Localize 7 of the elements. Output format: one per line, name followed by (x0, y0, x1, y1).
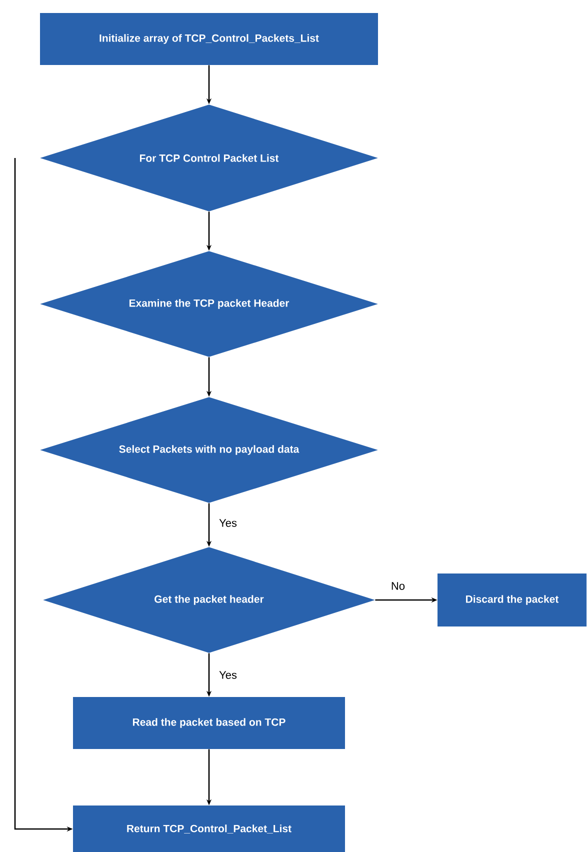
process-box: Initialize array of TCP_Control_Packets_List (40, 13, 378, 65)
edge-label: No (390, 581, 406, 591)
process-box: Return TCP_Control_Packet_List (73, 806, 345, 852)
process-box: Discard the packet (438, 574, 586, 626)
edge-label: Yes (218, 518, 238, 528)
process-box: Read the packet based on TCP (73, 697, 345, 749)
edge-label: Yes (218, 670, 238, 680)
